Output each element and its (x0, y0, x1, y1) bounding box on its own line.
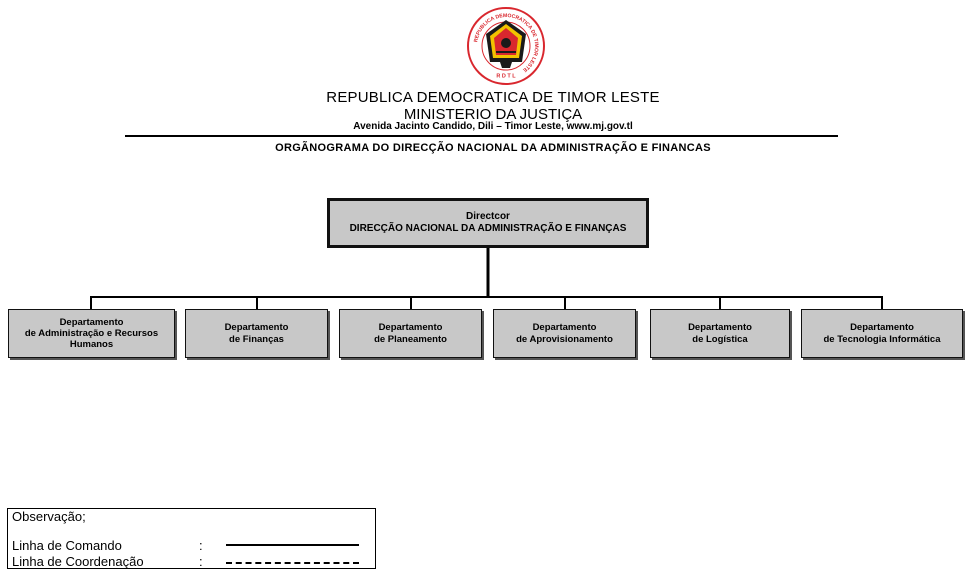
dept-label-line2: de Aprovisionamento (516, 333, 613, 345)
legend-box: Observação; Linha de Comando : Linha de … (7, 508, 376, 569)
dept-box-tecnologia: Departamento de Tecnologia Informática (801, 309, 963, 358)
legend-solid-line (226, 544, 359, 546)
dept-box-admin-hr: Departamento de Administração e Recursos… (8, 309, 175, 358)
header-ministry: MINISTERIO DA JUSTIÇA (403, 106, 583, 123)
legend-separator: : (199, 554, 203, 569)
national-emblem-logo: REPUBLICA DEMOCRATICA DE TIMOR LESTE R D… (467, 7, 545, 85)
legend-command-label: Linha de Comando (12, 538, 122, 553)
dept-box-aprovisionamento: Departamento de Aprovisionamento (493, 309, 636, 358)
dept-label-line2: de Finanças (229, 333, 284, 345)
dept-label-line1: Departamento (59, 316, 124, 328)
header-address: Avenida Jacinto Candido, Dili – Timor Le… (353, 121, 633, 132)
dept-label-line2: de Tecnologia Informática (823, 333, 941, 345)
dept-label-line1: Departamento (688, 322, 752, 334)
header-country: REPUBLICA DEMOCRATICA DE TIMOR LESTE (326, 89, 660, 106)
director-title: Directcor (466, 211, 510, 223)
legend-dashed-line (226, 562, 359, 564)
dept-label-line2: de Planeamento (374, 333, 447, 345)
dept-box-planeamento: Departamento de Planeamento (339, 309, 482, 358)
dept-label-line1: Departamento (378, 322, 443, 334)
header-divider (125, 135, 838, 137)
dept-label-line3: Humanos (69, 339, 114, 351)
dept-label-line1: Departamento (224, 322, 289, 334)
dept-label-line2: de Administração e Recursos (24, 327, 159, 339)
dept-box-financas: Departamento de Finanças (185, 309, 328, 358)
legend-separator: : (199, 538, 203, 553)
chart-title: ORGÃNOGRAMA DO DIRECÇÃO NACIONAL DA ADMI… (275, 142, 711, 154)
dept-label-line1: Departamento (532, 322, 597, 334)
emblem-abbrev: R D T L (496, 74, 516, 80)
director-box: Directcor DIRECÇÃO NACIONAL DA ADMINISTR… (327, 198, 649, 248)
legend-coordination-label: Linha de Coordenação (12, 554, 144, 569)
director-unit: DIRECÇÃO NACIONAL DA ADMINISTRAÇÃO E FIN… (349, 223, 627, 234)
dept-label-line1: Departamento (850, 322, 914, 334)
legend-title: Observação; (12, 509, 86, 524)
dept-box-logistica: Departamento de Logística (650, 309, 790, 358)
dept-label-line2: de Logística (692, 333, 748, 345)
